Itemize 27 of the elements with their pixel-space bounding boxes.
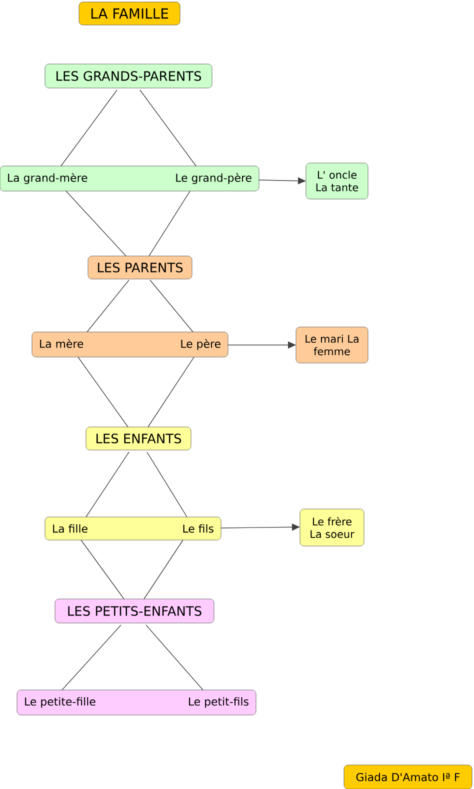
connector-line xyxy=(146,624,204,690)
connector-line xyxy=(86,452,130,518)
concept-box: LES PETITS-ENFANTS xyxy=(54,598,214,624)
concept-box: Le mari La femme xyxy=(296,326,368,364)
title-box: LA FAMILLE xyxy=(78,2,180,26)
connector-line xyxy=(148,356,194,428)
pair-box: La mère Le père xyxy=(32,332,228,358)
author-box: Giada D'Amato Iª F xyxy=(344,764,472,789)
connector-line xyxy=(150,280,194,332)
concept-box: Le frère La soeur xyxy=(300,508,364,546)
connector-line xyxy=(146,452,188,518)
connector-line xyxy=(66,190,126,256)
concept-box: LES GRANDS-PARENTS xyxy=(44,64,212,88)
connector-line xyxy=(60,90,118,166)
connector-line xyxy=(80,540,124,600)
concept-box: LES PARENTS xyxy=(88,256,192,280)
connector-line xyxy=(140,90,196,166)
connector-line xyxy=(78,356,128,428)
connector-line xyxy=(148,190,190,256)
concept-box: L' oncle La tante xyxy=(306,162,368,200)
connector-line xyxy=(62,624,122,690)
pair-box: La fille Le fils xyxy=(44,516,222,540)
concept-box: LES ENFANTS xyxy=(86,426,192,450)
connector-line xyxy=(86,280,130,332)
pair-box: La grand-mère Le grand-père xyxy=(0,166,260,192)
connector-line xyxy=(144,540,184,600)
pair-box: Le petite-fille Le petit-fils xyxy=(16,690,256,716)
